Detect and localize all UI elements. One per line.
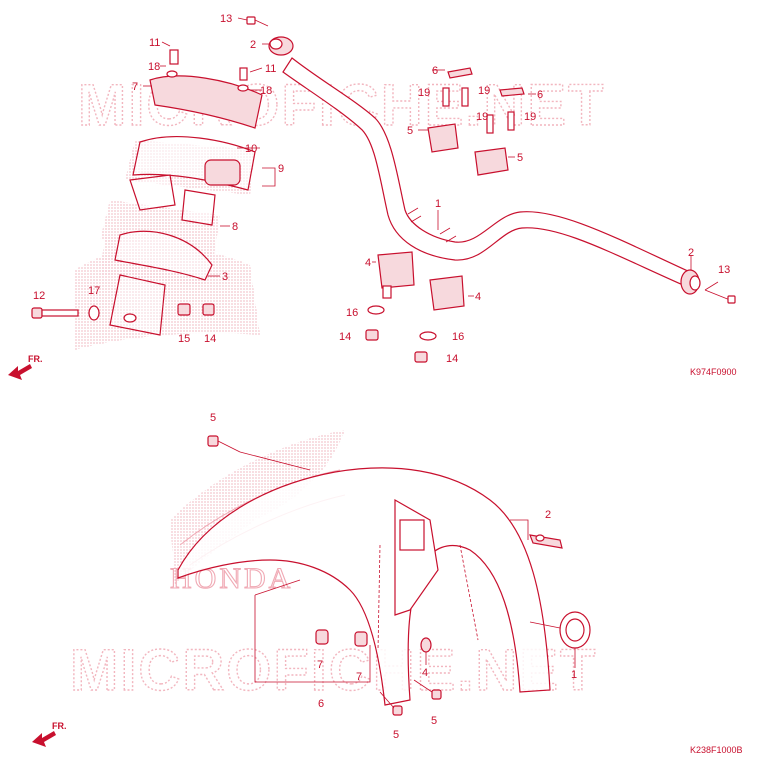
callout-4: 4 xyxy=(365,257,371,269)
callout-5: 5 xyxy=(407,125,413,137)
callout-19c: 19 xyxy=(476,111,488,123)
washers-16 xyxy=(367,305,437,341)
lower-holder-4-a xyxy=(377,251,415,299)
callouts-top: 13 2 11 18 11 18 7 6 19 19 6 10 9 5 19 1… xyxy=(33,13,730,365)
callout-1: 1 xyxy=(435,198,441,210)
callout-5-top: 5 xyxy=(210,412,216,424)
callout-9: 9 xyxy=(278,163,284,175)
bolts-19 xyxy=(442,87,515,134)
top-bridge-3 xyxy=(100,230,215,336)
callout-11: 11 xyxy=(149,37,160,49)
callout-14c: 14 xyxy=(446,353,458,365)
callout-16: 16 xyxy=(346,307,358,319)
bolt-13-left xyxy=(246,16,269,27)
bar-end-weight-right xyxy=(680,269,701,295)
callout-7a: 7 xyxy=(317,659,323,671)
front-arrow-bottom: FR. xyxy=(32,721,67,747)
callout-5c-bottom: 5 xyxy=(393,729,399,741)
front-arrow-top: FR. xyxy=(8,354,43,380)
callout-17: 17 xyxy=(88,285,100,297)
callout-6: 6 xyxy=(432,65,438,77)
collar-4 xyxy=(420,637,432,653)
callout-12: 12 xyxy=(33,290,45,302)
callout-5b-bottom: 5 xyxy=(431,715,437,727)
callout-18: 18 xyxy=(148,61,160,73)
callout-6b: 6 xyxy=(537,89,543,101)
diagram-code-bottom: K238F1000B xyxy=(690,745,743,755)
callout-6-bottom: 6 xyxy=(318,698,324,710)
nut-14-left xyxy=(202,303,215,316)
clips-6 xyxy=(447,67,525,97)
callout-2: 2 xyxy=(250,39,256,51)
upper-holder-5-b xyxy=(474,147,509,176)
callout-10: 10 xyxy=(245,143,257,155)
callout-1-bottom: 1 xyxy=(571,669,577,681)
callout-7: 7 xyxy=(132,81,138,93)
top-diagram: 13 2 11 18 11 18 7 6 19 19 6 10 9 5 19 1… xyxy=(8,13,737,380)
upper-holder-7 xyxy=(149,49,263,129)
clip-2 xyxy=(529,534,563,549)
callout-7b: 7 xyxy=(356,671,362,683)
callout-2b: 2 xyxy=(688,247,694,259)
callout-leaders-top xyxy=(143,17,719,297)
bolt-5-lower-left xyxy=(379,691,403,716)
callout-18b: 18 xyxy=(260,85,272,97)
callout-11b: 11 xyxy=(265,63,276,75)
grommets-7 xyxy=(315,629,368,647)
fender-stay xyxy=(394,498,439,616)
callout-19b: 19 xyxy=(478,85,490,97)
bolt-12 xyxy=(31,305,100,321)
callout-4-bottom: 4 xyxy=(422,667,428,679)
nuts-14 xyxy=(365,329,428,363)
callout-16b: 16 xyxy=(452,331,464,343)
callouts-bottom: 5 2 7 7 4 1 6 5 5 xyxy=(210,412,577,741)
bottom-diagram: 5 2 7 7 4 1 6 5 5 FR. K238F1000B xyxy=(32,412,743,755)
callout-2-bottom: 2 xyxy=(545,509,551,521)
callout-15: 15 xyxy=(178,333,190,345)
callout-19d: 19 xyxy=(524,111,536,123)
bar-end-weight-left xyxy=(268,36,294,56)
svg-text:FR.: FR. xyxy=(52,721,67,731)
callout-14: 14 xyxy=(339,331,351,343)
callout-19: 19 xyxy=(418,87,430,99)
diagram-code-top: K974F0900 xyxy=(690,367,737,377)
bolt-5-top xyxy=(207,435,241,453)
callout-13: 13 xyxy=(220,13,232,25)
bolt-13-right xyxy=(704,289,736,304)
watermark-bottom: MICROFICHE.NET xyxy=(70,638,597,703)
callout-13b: 13 xyxy=(718,264,730,276)
upper-holder-5-a xyxy=(427,123,459,153)
callout-14b: 14 xyxy=(204,333,216,345)
nut-15 xyxy=(177,303,191,316)
callout-3: 3 xyxy=(222,271,228,283)
lower-holder-4-b xyxy=(429,275,465,311)
washer-17 xyxy=(88,305,100,321)
front-fender-1 xyxy=(177,467,551,706)
svg-text:FR.: FR. xyxy=(28,354,43,364)
callout-5b: 5 xyxy=(517,152,523,164)
callout-4b: 4 xyxy=(475,291,481,303)
callout-8: 8 xyxy=(232,221,238,233)
bolt-5-lower-right xyxy=(413,679,442,700)
callout-leaders-bottom xyxy=(239,451,576,683)
